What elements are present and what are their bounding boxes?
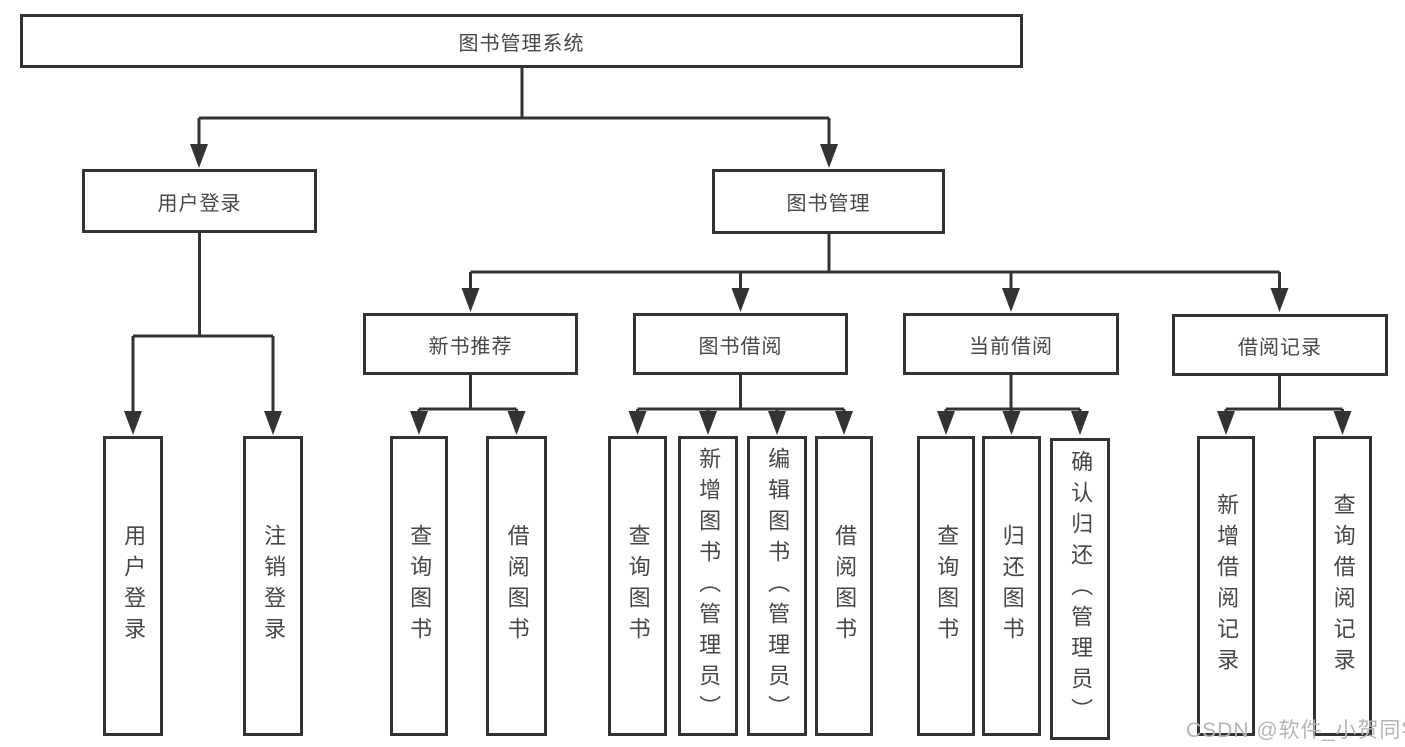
leaf-edit-book-admin: 编辑图书（管理员） (747, 436, 807, 736)
arrow-down-icon (264, 411, 282, 435)
arrow-down-icon (1002, 288, 1020, 312)
connector-book-mgmt (469, 234, 1281, 290)
arrow-down-icon (1071, 411, 1089, 435)
node-book-management: 图书管理 (712, 169, 945, 234)
connector-new-book (417, 375, 518, 413)
node-user-login: 用户登录 (82, 169, 317, 233)
arrow-down-icon (507, 411, 526, 435)
arrow-down-icon (628, 411, 647, 435)
node-borrow-records: 借阅记录 (1172, 314, 1388, 376)
leaf-query-books-2: 查询图书 (608, 436, 667, 736)
connector-user-login (131, 233, 275, 413)
arrow-down-icon (1217, 411, 1235, 435)
node-current-borrow: 当前借阅 (903, 313, 1119, 375)
leaf-borrow-books-1: 借阅图书 (486, 436, 547, 736)
leaf-add-borrow-record: 新增借阅记录 (1197, 436, 1255, 736)
connector-current-borrow (944, 375, 1082, 413)
connector-borrow-records (1224, 376, 1344, 413)
leaf-return-book: 归还图书 (982, 436, 1041, 736)
leaf-logout: 注销登录 (243, 436, 303, 736)
node-book-borrow: 图书借阅 (633, 313, 848, 375)
leaf-borrow-books-2: 借阅图书 (815, 436, 873, 736)
arrow-down-icon (768, 411, 786, 435)
arrowheads (124, 144, 1352, 435)
arrow-down-icon (124, 411, 142, 435)
leaf-query-books-3: 查询图书 (917, 436, 975, 736)
leaf-query-borrow-record: 查询借阅记录 (1313, 436, 1372, 736)
arrow-down-icon (731, 288, 750, 312)
leaf-query-books-1: 查询图书 (390, 436, 448, 736)
arrow-down-icon (1270, 288, 1289, 312)
leaf-confirm-return-admin: 确认归还（管理员） (1050, 438, 1110, 740)
node-root: 图书管理系统 (20, 14, 1023, 68)
leaf-user-login: 用户登录 (103, 436, 163, 736)
leaf-add-book-admin: 新增图书（管理员） (678, 436, 738, 736)
arrow-down-icon (410, 411, 428, 435)
arrow-down-icon (835, 411, 853, 435)
arrow-down-icon (937, 411, 955, 435)
arrow-down-icon (1002, 411, 1021, 435)
watermark: CSDN @软件_小贺同学 (1186, 719, 1405, 742)
node-new-book-recommend: 新书推荐 (363, 313, 578, 375)
connector-root (197, 68, 831, 146)
arrow-down-icon (1333, 411, 1352, 435)
arrow-down-icon (190, 144, 208, 168)
connector-book-borrow (636, 375, 846, 413)
arrow-down-icon (461, 288, 480, 312)
arrow-down-icon (699, 411, 717, 435)
arrow-down-icon (820, 144, 838, 168)
